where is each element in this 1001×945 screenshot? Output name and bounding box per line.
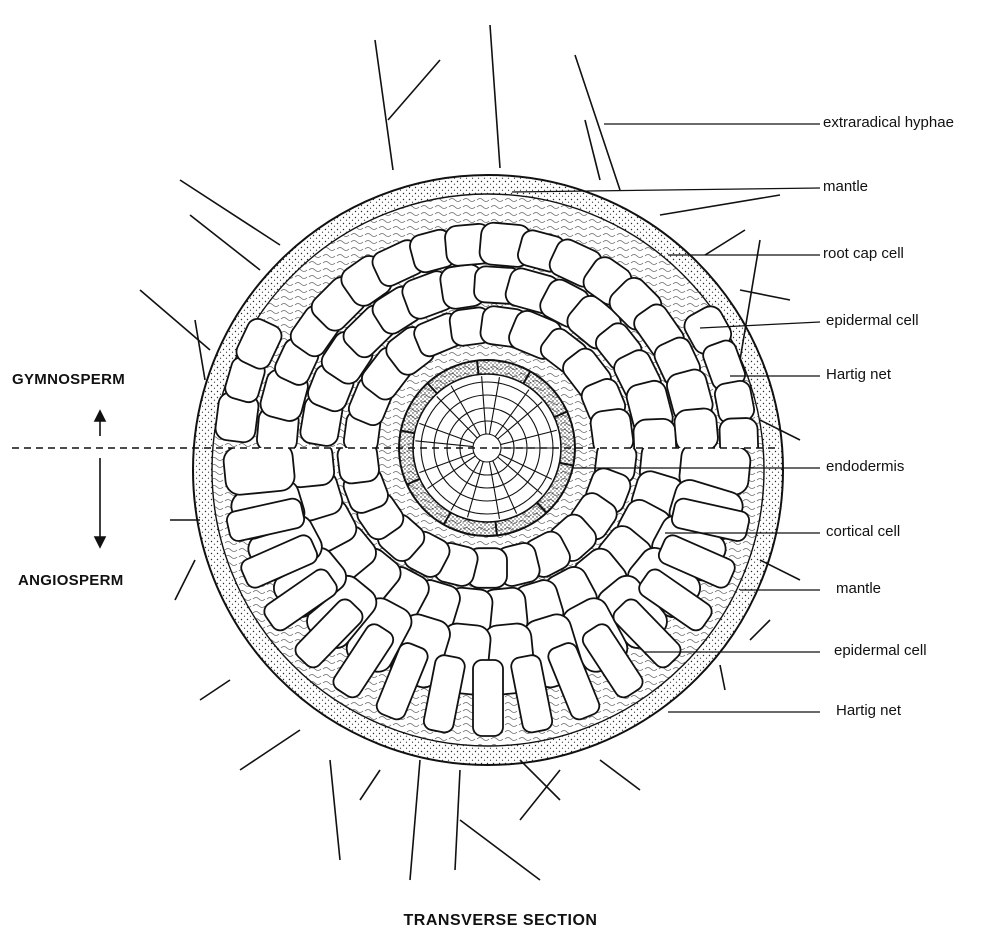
hypha — [720, 665, 725, 690]
hypha — [360, 770, 380, 800]
label-epidermal-cell-upper: epidermal cell — [826, 312, 919, 329]
hypha — [490, 25, 500, 168]
hypha — [660, 195, 780, 215]
cortical-cell — [222, 442, 296, 497]
hypha — [585, 120, 600, 180]
hypha — [375, 40, 393, 170]
label-epidermal-cell-lower: epidermal cell — [834, 642, 927, 659]
hypha — [600, 760, 640, 790]
gymnosperm-label: GYMNOSPERM — [12, 371, 125, 388]
hypha — [460, 820, 540, 880]
label-cortical-cell: cortical cell — [826, 523, 900, 540]
hypha — [410, 760, 420, 880]
hypha — [750, 620, 770, 640]
label-hartig-net-upper: Hartig net — [826, 366, 891, 383]
angiosperm-label: ANGIOSPERM — [18, 572, 124, 589]
hypha — [200, 680, 230, 700]
cortical-cell — [673, 407, 719, 453]
hypha — [330, 760, 340, 860]
label-hartig-net-lower: Hartig net — [836, 702, 901, 719]
figure-caption: TRANSVERSE SECTION — [0, 912, 1001, 930]
label-root-cap-cell: root cap cell — [823, 245, 904, 262]
hypha — [140, 290, 210, 350]
up-arrow-icon — [95, 411, 105, 436]
hypha — [175, 560, 195, 600]
hypha — [190, 215, 260, 270]
hypha — [455, 770, 460, 870]
label-mantle-upper: mantle — [823, 178, 868, 195]
hypha — [180, 180, 280, 245]
epidermal-cell — [473, 660, 503, 736]
label-mantle-lower: mantle — [836, 580, 881, 597]
hypha — [705, 230, 745, 255]
down-arrow-icon — [95, 458, 105, 547]
hypha — [740, 290, 790, 300]
hypha — [240, 730, 300, 770]
label-extraradical-hyphae: extraradical hyphae — [823, 114, 954, 131]
hypha — [388, 60, 440, 120]
hypha — [195, 320, 205, 380]
label-endodermis: endodermis — [826, 458, 904, 475]
